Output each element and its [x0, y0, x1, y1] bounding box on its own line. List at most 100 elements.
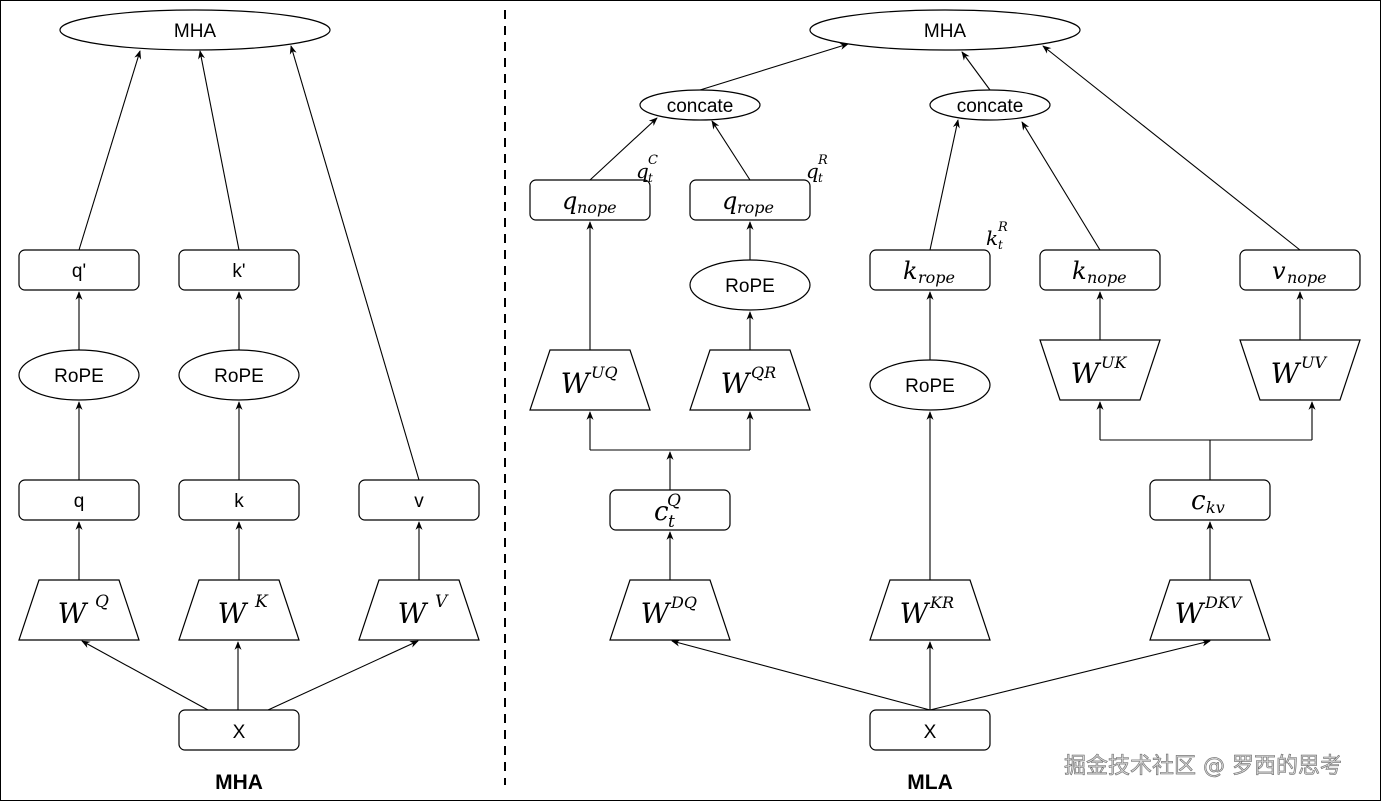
w-kr-node: W KR — [869, 579, 991, 641]
mla-input-label: X — [924, 722, 937, 743]
concat-k-label: concate — [957, 96, 1024, 117]
wq-sup: Q — [95, 592, 109, 612]
w-uk-sup: UK — [1101, 353, 1127, 372]
w-uq-node: W UQ — [529, 349, 651, 411]
mha-edges — [75, 45, 423, 711]
c-q-node: c t Q — [609, 489, 731, 532]
k-prime-label: k' — [232, 261, 245, 282]
w-kr-base: W — [900, 597, 931, 630]
edge-vnope-mha — [1042, 45, 1301, 251]
k-rope-annot-base: k — [986, 226, 998, 250]
w-uk-base: W — [1071, 357, 1102, 390]
wv-base: W — [398, 597, 429, 630]
concat-q-node: concate — [639, 89, 761, 121]
q-rope-annot-sub: t — [818, 171, 823, 185]
mla-output-node: MHA — [809, 9, 1081, 51]
k-nope-base: k — [1072, 257, 1087, 285]
w-uq-sup: UQ — [591, 363, 618, 382]
mla-q-rope-label: RoPE — [725, 276, 775, 297]
edge-qprime-mha — [78, 50, 142, 251]
k-nope-node: k nope — [1039, 249, 1161, 291]
q-rope-out-node: q rope — [689, 179, 811, 221]
k-rope-base: k — [903, 257, 918, 285]
q-rope-annot-base: q — [806, 159, 819, 183]
k-label: k — [234, 491, 244, 512]
k-rope-label: RoPE — [214, 366, 264, 387]
w-uv-node: W UV — [1239, 339, 1361, 401]
q-nope-annot-sub: t — [648, 171, 653, 185]
mha-panel-title: MHA — [215, 771, 263, 794]
w-uv-sup: UV — [1301, 353, 1327, 372]
k-prime-node: k' — [178, 249, 300, 291]
mla-output-label: MHA — [924, 21, 967, 42]
q-nope-node: q nope — [529, 179, 651, 221]
wq-base: W — [58, 597, 89, 630]
w-dq-sup: DQ — [670, 593, 697, 612]
mla-k-rope-label: RoPE — [905, 376, 955, 397]
q-nope-annotation: q t C — [636, 153, 658, 185]
edge-qnope-concat — [589, 117, 658, 181]
q-rope-base: q — [722, 187, 737, 215]
w-qr-node: W QR — [689, 349, 811, 411]
w-dq-node: W DQ — [609, 579, 731, 641]
q-rope-sub: rope — [737, 198, 774, 217]
w-uk-node: W UK — [1039, 339, 1161, 401]
k-nope-sub: nope — [1087, 268, 1127, 287]
q-nope-annot-base: q — [636, 159, 649, 183]
edge-v-mha — [289, 45, 420, 481]
edge-x-wdq — [671, 639, 931, 711]
c-q-sup: Q — [667, 491, 681, 511]
mha-input-node: X — [178, 709, 300, 751]
mha-panel: MHA q' k' RoPE RoPE q k — [18, 9, 480, 794]
wv-sup: V — [435, 592, 449, 612]
k-rope-annot-sup: R — [997, 220, 1008, 235]
concat-k-node: concate — [929, 89, 1051, 121]
c-kv-base: c — [1191, 486, 1206, 516]
q-prime-label: q' — [72, 261, 86, 282]
q-nope-annot-sup: C — [648, 153, 658, 168]
edge-knope-concat — [1021, 121, 1101, 251]
k-node: k — [178, 479, 300, 521]
c-q-base: c — [654, 497, 669, 527]
w-qr-sup: QR — [751, 363, 776, 382]
mla-k-rope-node: RoPE — [869, 359, 991, 411]
watermark: 掘金技术社区 @ 罗西的思考 — [1064, 754, 1342, 779]
v-label: v — [414, 491, 424, 512]
c-kv-sub: kv — [1206, 498, 1225, 517]
w-kr-sup: KR — [929, 593, 954, 612]
k-rope-node: RoPE — [178, 349, 300, 401]
mla-input-node: X — [869, 709, 991, 751]
v-nope-node: v nope — [1239, 249, 1361, 291]
wk-node: W K — [178, 579, 300, 641]
edge-x-wv — [267, 640, 419, 711]
w-dkv-sup: DKV — [1204, 593, 1243, 612]
q-rope-label: RoPE — [54, 366, 104, 387]
mla-edges — [586, 42, 1316, 711]
concat-q-label: concate — [667, 96, 734, 117]
edge-x-wq — [81, 640, 209, 711]
edge-krope-concat — [929, 119, 960, 251]
q-rope-annot-sup: R — [817, 153, 828, 168]
k-rope-annotation: k t R — [986, 220, 1008, 252]
q-label: q — [74, 491, 85, 512]
mla-panel: MHA concate concate q nope q t C q rope — [529, 9, 1361, 794]
mla-panel-title: MLA — [907, 771, 953, 794]
q-nope-base: q — [562, 187, 577, 215]
w-uv-base: W — [1271, 357, 1302, 390]
w-dkv-node: W DKV — [1149, 579, 1271, 641]
edge-concatq-mha — [699, 42, 849, 91]
w-qr-base: W — [721, 367, 752, 400]
w-uq-base: W — [561, 367, 592, 400]
k-rope-annot-sub: t — [998, 238, 1003, 252]
k-rope-out-node: k rope — [869, 249, 991, 291]
w-dq-base: W — [641, 597, 672, 630]
v-nope-sub: nope — [1287, 268, 1327, 287]
edge-qrope-concat — [711, 120, 751, 181]
c-kv-node: c kv — [1149, 479, 1271, 521]
q-nope-sub: nope — [577, 198, 617, 217]
mha-input-label: X — [233, 722, 246, 743]
v-node: v — [358, 479, 480, 521]
v-nope-base: v — [1272, 257, 1286, 285]
q-rope-node: RoPE — [18, 349, 140, 401]
